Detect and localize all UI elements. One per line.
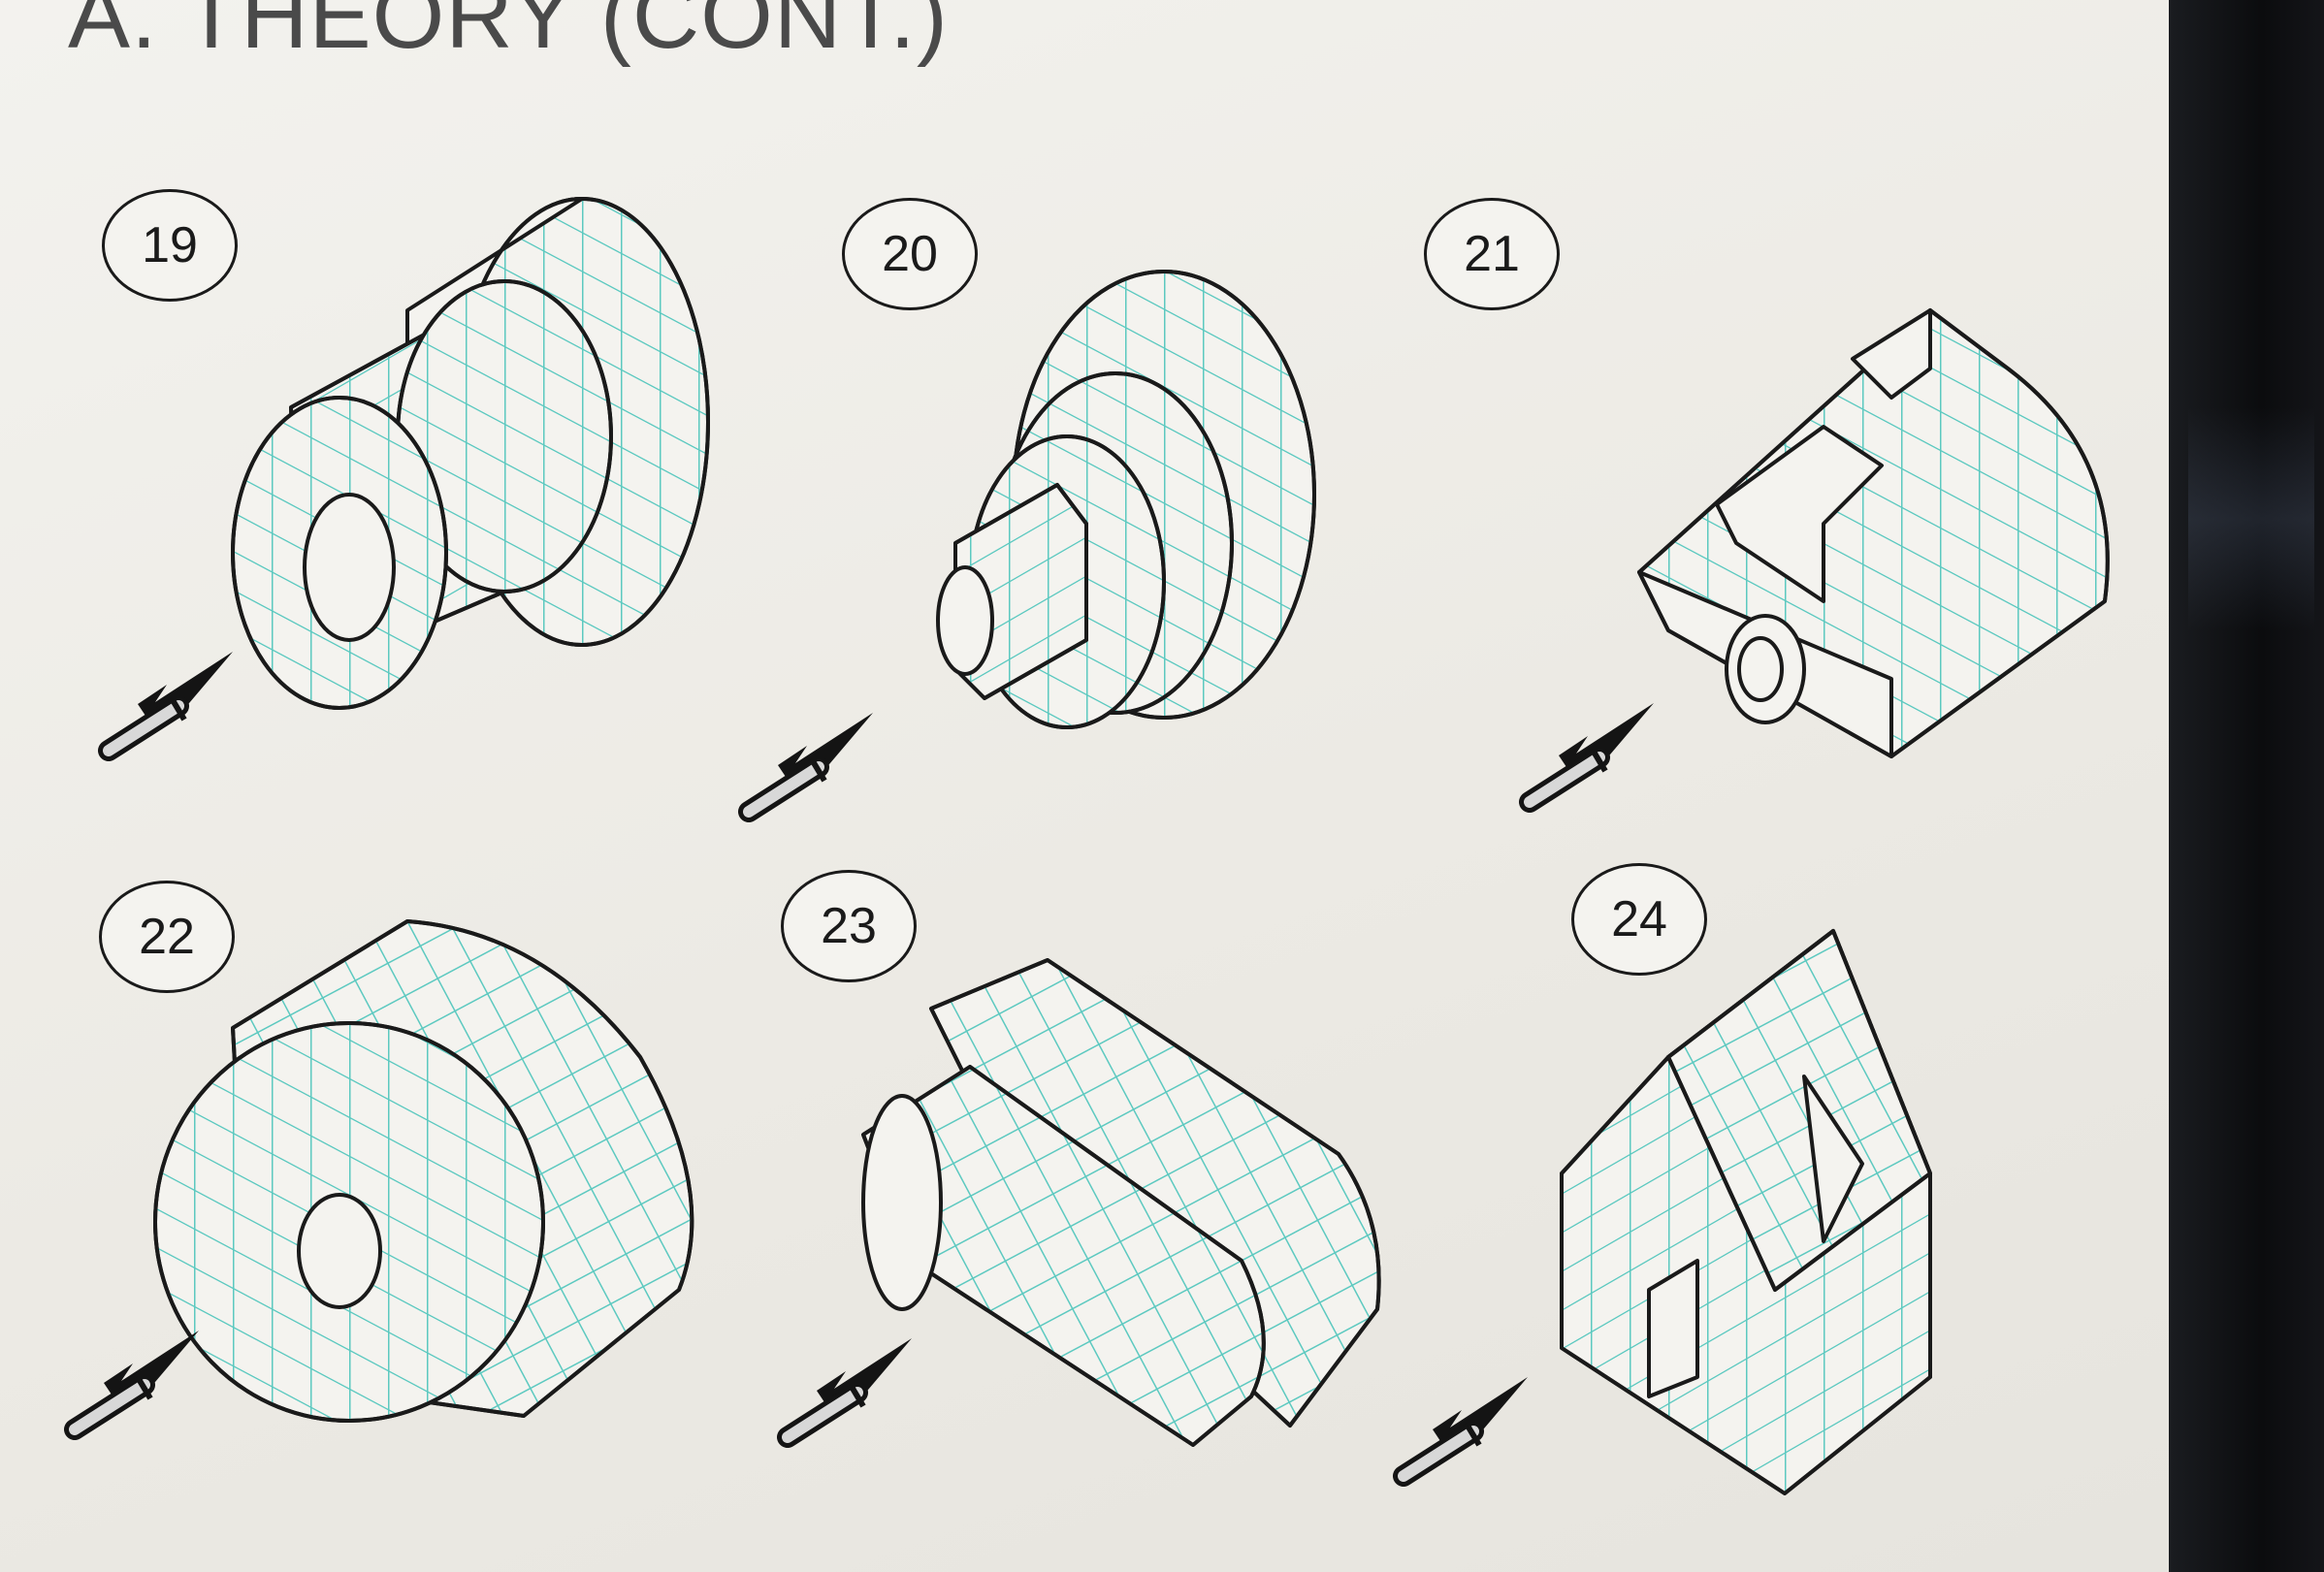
view-direction-arrow-icon — [75, 1331, 199, 1429]
figure-20-badge: 20 — [842, 198, 978, 310]
figures-canvas — [0, 197, 2110, 1495]
figure-21-badge: 21 — [1424, 198, 1560, 310]
figure-19-drawing — [231, 197, 710, 710]
view-direction-arrow-icon — [1530, 703, 1654, 802]
figure-21-drawing — [1637, 308, 2110, 758]
slide-screen: A. THEORY (CONT.) — [0, 0, 2169, 1572]
view-direction-arrow-icon — [749, 713, 873, 812]
figure-24-badge: 24 — [1571, 863, 1707, 976]
figure-24-drawing — [1560, 929, 1932, 1495]
figure-20-drawing — [936, 270, 1316, 729]
figure-23-drawing — [861, 958, 1381, 1447]
bezel-reflection — [2188, 407, 2314, 630]
view-direction-arrow-icon — [109, 652, 233, 751]
monitor-bezel — [2169, 0, 2324, 1572]
view-direction-arrow-icon — [1404, 1377, 1528, 1476]
figure-23-badge: 23 — [781, 870, 917, 982]
slide-title: A. THEORY (CONT.) — [68, 0, 949, 68]
figure-19-badge: 19 — [102, 189, 238, 302]
figure-22-drawing — [153, 919, 694, 1423]
figure-22-badge: 22 — [99, 881, 235, 993]
view-direction-arrow-icon — [788, 1338, 912, 1437]
